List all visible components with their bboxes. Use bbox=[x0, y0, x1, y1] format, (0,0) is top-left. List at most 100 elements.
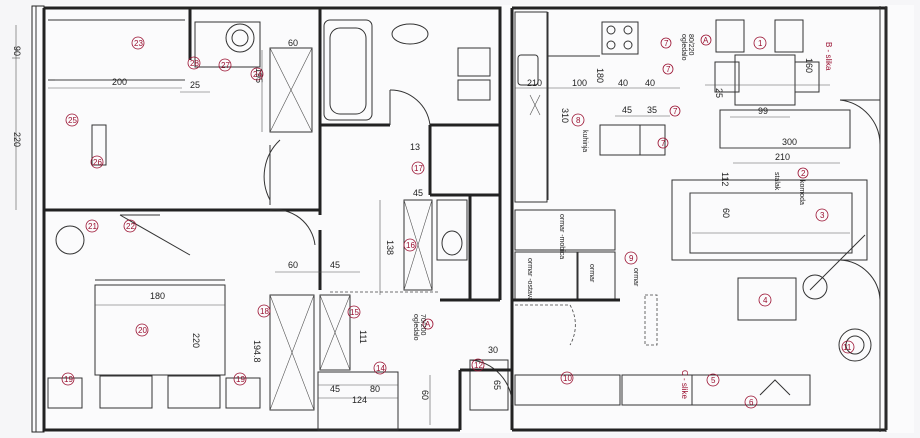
dim-240: 25 bbox=[714, 88, 724, 98]
svg-text:7: 7 bbox=[664, 39, 669, 48]
dim-40-a: 40 bbox=[618, 78, 628, 88]
svg-text:11: 11 bbox=[843, 343, 852, 352]
svg-text:23: 23 bbox=[134, 39, 143, 48]
svg-text:1: 1 bbox=[758, 39, 763, 48]
svg-text:17: 17 bbox=[414, 164, 423, 173]
dim-25-top: 25 bbox=[190, 80, 200, 90]
dim-45-kit: 45 bbox=[622, 105, 632, 115]
dim-45-corr: 45 bbox=[413, 188, 423, 198]
svg-text:22: 22 bbox=[126, 222, 135, 231]
svg-text:4: 4 bbox=[763, 296, 768, 305]
mirror-a-letter-bottom: A bbox=[425, 320, 431, 329]
svg-text:6: 6 bbox=[749, 398, 754, 407]
outer-walls bbox=[31, 5, 888, 433]
marker-4: 4 bbox=[758, 293, 772, 307]
dim-60-corr: 60 bbox=[288, 260, 298, 270]
dim-60-wardrobe: 60 bbox=[288, 38, 298, 48]
marker-1: 1 bbox=[753, 36, 767, 50]
marker-19a: 19 bbox=[61, 372, 75, 386]
marker-7b: 7 bbox=[662, 63, 674, 75]
mirror-a-label-top: ogledalo bbox=[680, 34, 687, 61]
dim-138: 138 bbox=[385, 240, 395, 255]
living-room: 160 25 99 300 210 112 60 bbox=[671, 19, 881, 362]
dim-310: 310 bbox=[560, 108, 570, 123]
svg-text:8: 8 bbox=[576, 116, 581, 125]
marker-20: 20 bbox=[135, 323, 149, 337]
mirror-a-size-top: 80/220 bbox=[687, 34, 694, 56]
marker-21: 21 bbox=[85, 219, 99, 233]
dim-195: 195 bbox=[254, 68, 264, 83]
marker-9: 9 bbox=[624, 251, 638, 265]
marker-15: 15 bbox=[347, 305, 361, 319]
marker-7a: 7 bbox=[660, 37, 672, 49]
wardrobe-mobica-label: ormar -mobica bbox=[558, 214, 565, 259]
dresser-label: komoda bbox=[798, 180, 805, 205]
dim-65: 65 bbox=[492, 380, 502, 390]
kitchen: 210 100 180 40 40 45 35 310 bbox=[512, 11, 811, 406]
marker-25: 25 bbox=[65, 113, 79, 127]
dim-180-kit: 180 bbox=[595, 68, 605, 83]
bathroom bbox=[318, 8, 500, 127]
marker-27: 27 bbox=[218, 58, 232, 72]
dim-25-liv: 112 bbox=[720, 172, 730, 186]
wardrobe-ostava-label: ormar -ostava bbox=[526, 258, 533, 301]
marker-22: 22 bbox=[123, 219, 137, 233]
marker-17: 17 bbox=[411, 161, 425, 175]
dim-194-8: 194.8 bbox=[252, 340, 262, 363]
margin-dim-220: 220 bbox=[12, 132, 22, 147]
dim-40-b: 40 bbox=[645, 78, 655, 88]
markers: 23 28 27 24 25 26 21 22 20 19 19 18 17 1… bbox=[61, 36, 855, 409]
svg-text:26: 26 bbox=[93, 158, 102, 167]
wardrobe-label: ormar bbox=[588, 264, 595, 283]
dim-140: 160 bbox=[804, 58, 814, 73]
marker-19b: 19 bbox=[233, 372, 247, 386]
marker-7d: 7 bbox=[657, 137, 669, 149]
margin-dim-90: 90 bbox=[12, 46, 22, 56]
dim-124: 124 bbox=[352, 395, 367, 405]
corridor: 13 45 138 60 45 bbox=[263, 125, 500, 302]
dim-180-bed: 180 bbox=[150, 291, 165, 301]
svg-text:24: 24 bbox=[253, 70, 262, 79]
svg-text:10: 10 bbox=[563, 374, 572, 383]
entrance: 45 80 124 60 30 65 bbox=[317, 345, 513, 431]
svg-text:5: 5 bbox=[711, 376, 716, 385]
bedroom-top: 200 25 60 195 bbox=[44, 8, 320, 212]
marker-16: 16 bbox=[403, 238, 417, 252]
dim-13: 13 bbox=[410, 142, 420, 152]
mirror-a-letter-top: A bbox=[703, 36, 709, 45]
dim-220-bed: 220 bbox=[191, 333, 201, 348]
marker-24: 24 bbox=[250, 67, 264, 81]
dim-80-entr: 80 bbox=[370, 384, 380, 394]
svg-text:18: 18 bbox=[260, 307, 269, 316]
svg-text:7: 7 bbox=[673, 107, 678, 116]
dim-160: 210 bbox=[775, 152, 790, 162]
dim-90: 99 bbox=[758, 106, 768, 116]
stand-label: stalak bbox=[773, 172, 780, 191]
marker-14: 14 bbox=[373, 361, 387, 375]
marker-2: 2 bbox=[797, 167, 809, 179]
dim-60-entr: 60 bbox=[420, 390, 430, 400]
marker-11: 11 bbox=[841, 340, 855, 354]
dim-45-corr2: 45 bbox=[330, 260, 340, 270]
picture-b-label: B - slika bbox=[824, 42, 833, 71]
kitchen-label: kuhinja bbox=[581, 130, 588, 152]
picture-c-label: C - slike bbox=[680, 370, 689, 399]
dim-35: 35 bbox=[647, 105, 657, 115]
wardrobe-9-label: ormar bbox=[632, 268, 639, 287]
dim-99: 60 bbox=[721, 208, 731, 218]
mirror-a-size-bottom: 70/200 bbox=[419, 314, 426, 336]
svg-text:19: 19 bbox=[64, 375, 73, 384]
svg-text:19: 19 bbox=[236, 375, 245, 384]
svg-text:27: 27 bbox=[221, 61, 230, 70]
marker-26: 26 bbox=[90, 155, 104, 169]
svg-text:7: 7 bbox=[666, 65, 671, 74]
svg-text:14: 14 bbox=[376, 364, 385, 373]
dim-200: 200 bbox=[112, 77, 127, 87]
mirror-a-label-bottom: ogledalo bbox=[412, 314, 419, 341]
dim-80-kit: 210 bbox=[527, 78, 542, 88]
marker-28: 28 bbox=[187, 56, 201, 70]
svg-text:12: 12 bbox=[474, 361, 483, 370]
svg-text:2: 2 bbox=[801, 169, 806, 178]
marker-8: 8 bbox=[571, 113, 585, 127]
